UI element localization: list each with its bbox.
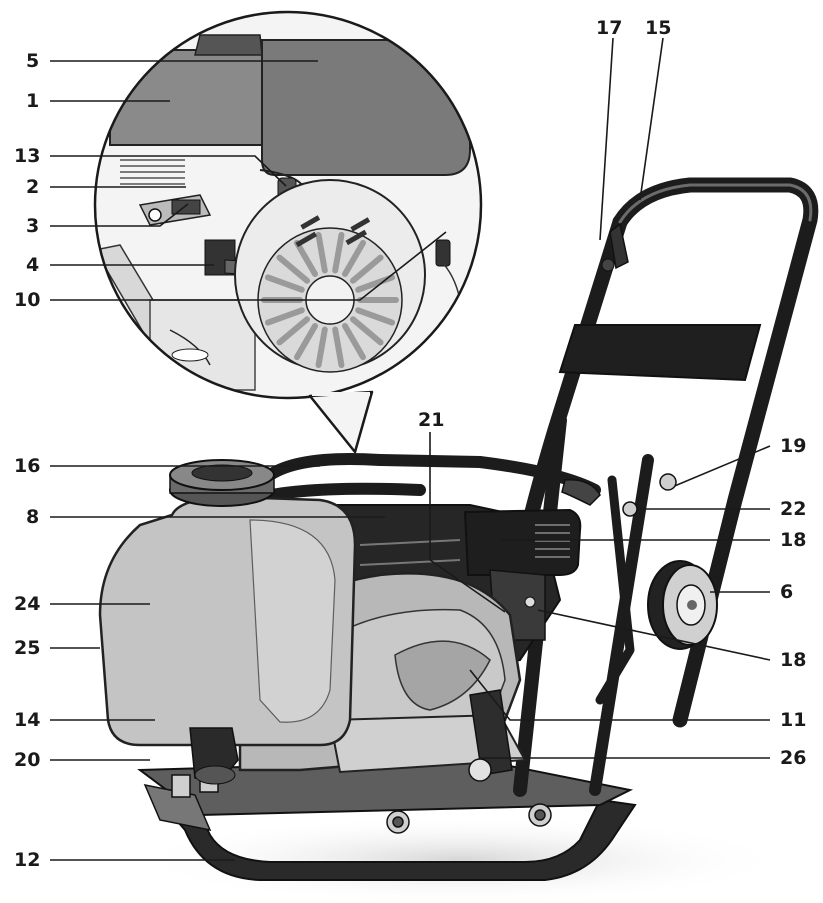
muffler <box>463 508 582 576</box>
callout-17: 17 <box>596 17 623 39</box>
callout-5: 5 <box>26 50 40 72</box>
air-filter-housing <box>109 49 266 146</box>
fan-slot <box>294 239 318 278</box>
fan-slot <box>276 254 311 284</box>
fan-slot <box>294 322 318 361</box>
callout-18-muffler: 18 <box>780 529 807 551</box>
callout-16: 16 <box>14 455 41 477</box>
callout-22: 22 <box>780 498 807 520</box>
callout-13: 13 <box>14 145 41 167</box>
callout-15: 15 <box>645 17 672 39</box>
callout-3: 3 <box>26 215 40 237</box>
fan-slot <box>355 307 396 326</box>
callout-21: 21 <box>418 409 445 431</box>
fan-slot <box>315 326 328 368</box>
callout-12: 12 <box>14 849 41 871</box>
base-plate <box>137 758 637 881</box>
callout-1: 1 <box>26 90 40 112</box>
fan-slot <box>264 274 305 293</box>
handle-crossbar <box>558 324 762 382</box>
callout-11: 11 <box>780 709 807 731</box>
callout-4: 4 <box>26 254 40 276</box>
callout-20: 20 <box>14 749 41 771</box>
callout-19: 19 <box>780 435 807 457</box>
leader-lines <box>50 37 771 861</box>
fan-slot <box>342 322 366 361</box>
fan-slot <box>315 232 328 274</box>
engine-detail-inset <box>93 10 483 400</box>
fan-slot <box>332 232 345 274</box>
callout-14: 14 <box>14 709 41 731</box>
inset-pointer <box>308 390 374 454</box>
fan-slot <box>332 326 345 368</box>
transport-wheel <box>647 560 718 650</box>
fan-slot <box>349 254 384 284</box>
callout-25: 25 <box>14 637 41 659</box>
water-tank <box>98 459 357 785</box>
callout-26: 26 <box>780 747 807 769</box>
fan-slot <box>349 316 384 346</box>
callout-6: 6 <box>780 581 794 603</box>
callout-24: 24 <box>14 593 41 615</box>
fan-slot <box>276 316 311 346</box>
fan-slot <box>264 307 305 326</box>
callout-2: 2 <box>26 176 40 198</box>
ground-shadow <box>130 815 790 903</box>
callout-8: 8 <box>26 506 40 528</box>
callout-18-linkage: 18 <box>780 649 807 671</box>
fan-slot <box>342 239 366 278</box>
callout-10: 10 <box>14 289 41 311</box>
